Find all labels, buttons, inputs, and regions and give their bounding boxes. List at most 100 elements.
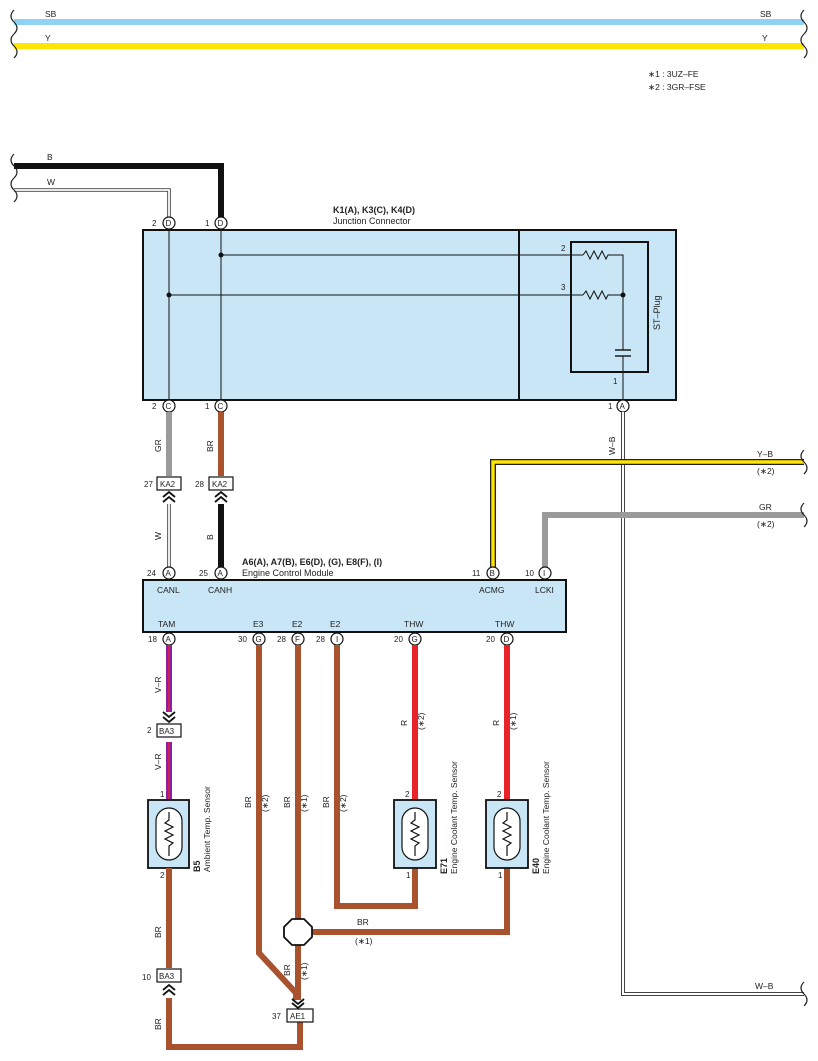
note-2: ∗2 : 3GR–FSE [648, 82, 706, 92]
pin-number: 1 [205, 402, 210, 411]
wire-note-lower: (∗1) [299, 962, 309, 980]
pin-number: 10 [525, 569, 534, 578]
top-wire-sb: SB SB [10, 9, 808, 35]
wire-note-e2f: (∗1) [299, 794, 309, 812]
wire-note-yb: (∗2) [757, 466, 775, 476]
sensor-pin: 1 [160, 790, 165, 799]
wire-br-ba3-ae1 [166, 998, 303, 1050]
junction-subtitle: Junction Connector [333, 216, 411, 226]
pin-number: 2 [152, 402, 157, 411]
connector-ka2-right: 28 KA2 [195, 476, 234, 503]
wire-label-sb-right: SB [760, 9, 772, 19]
st-plug-label: ST–Plug [652, 295, 662, 330]
wire-label-gr-right: GR [759, 502, 772, 512]
sensor-code: E71 [439, 858, 449, 874]
wire-label-r-e71: R [399, 720, 409, 726]
sensor-pin: 2 [497, 790, 502, 799]
wire-label-wb-bottom: W–B [755, 981, 774, 991]
wire-wb: W–B W–B [607, 412, 808, 1007]
connector-pin: 37 [272, 1012, 281, 1021]
connector-name: KA2 [212, 480, 228, 489]
terminal-letter: B [490, 569, 495, 578]
wire-br-e40 [298, 868, 510, 935]
wire-label-gr: GR [153, 439, 163, 452]
sensor-code: B5 [192, 860, 202, 872]
connector-pin: 10 [142, 973, 151, 982]
wire-label-br-lower: BR [282, 964, 292, 976]
terminal-letter: I [336, 635, 338, 644]
sensor-name: Engine Coolant Temp. Sensor [541, 761, 551, 874]
wire-label-br-e40: BR [357, 917, 369, 927]
pin-number: 1 [608, 402, 613, 411]
st-pin: 2 [561, 244, 566, 253]
terminal-letter: G [412, 635, 418, 644]
terminal-letter: D [218, 219, 224, 228]
connector-ka2-left: 27 KA2 [144, 476, 182, 503]
pin-label-e3: E3 [253, 619, 264, 629]
pin-number: 30 [238, 635, 247, 644]
terminal-letter: A [166, 635, 172, 644]
st-pin: 1 [613, 377, 618, 386]
sensor-pin: 2 [160, 871, 165, 880]
pin-label-tam: TAM [158, 619, 175, 629]
terminal-letter: C [218, 402, 224, 411]
wire-br-e3 [256, 645, 299, 1000]
connector-ba3-lower: 10 BA3 [142, 968, 182, 996]
connector-name: KA2 [160, 480, 176, 489]
wire-label-w2: W [153, 532, 163, 540]
wire-note-r-e71: (∗2) [416, 712, 426, 730]
connector-pin: 28 [195, 480, 204, 489]
pin-number: 20 [394, 635, 403, 644]
pin-number: 28 [277, 635, 286, 644]
connector-name: BA3 [159, 972, 175, 981]
pin-number: 28 [316, 635, 325, 644]
splice-point [283, 918, 313, 946]
wire-yb: Y–B (∗2) [490, 449, 808, 568]
pin-label-e2: E2 [292, 619, 303, 629]
wire-w-top: W [10, 177, 171, 220]
pin-number: 11 [472, 569, 481, 578]
sensor-b5: 1 2 B5 Ambient Temp. Sensor [147, 786, 212, 880]
terminal-letter: A [166, 569, 172, 578]
connector-pin: 2 [147, 726, 152, 735]
pin-label-e2b: E2 [330, 619, 341, 629]
wire-note-e3: (∗2) [260, 794, 270, 812]
ecm-title: A6(A), A7(B), E6(D), (G), E8(F), (I) [242, 557, 382, 567]
st-pin: 3 [561, 283, 566, 292]
wire-label-yb: Y–B [757, 449, 773, 459]
wire-b-top: B [10, 152, 224, 220]
pin-label-canh: CANH [208, 585, 232, 595]
note-1: ∗1 : 3UZ–FE [648, 69, 699, 79]
sensor-name: Ambient Temp. Sensor [202, 786, 212, 872]
terminal-letter: A [218, 569, 224, 578]
sensor-e71: 2 1 E71 Engine Coolant Temp. Sensor [393, 761, 459, 880]
junction-connector: K1(A), K3(C), K4(D) Junction Connector 2… [142, 205, 677, 413]
terminal-letter: D [504, 635, 510, 644]
terminal-letter: F [295, 635, 300, 644]
wire-note-gr: (∗2) [757, 519, 775, 529]
wire-vr: V–R V–R [153, 645, 172, 800]
pin-label-lcki: LCKI [535, 585, 554, 595]
connector-ba3-upper: 2 BA3 [147, 711, 182, 738]
sensor-code: E40 [531, 858, 541, 874]
pin-label-acmg: ACMG [479, 585, 505, 595]
wire-label-vr: V–R [153, 676, 163, 693]
pin-number: 24 [147, 569, 156, 578]
wire-label-y-left: Y [45, 33, 51, 43]
wire-label-br-e2f: BR [282, 796, 292, 808]
pin-label-thw2: THW [495, 619, 514, 629]
pin-number: 18 [148, 635, 157, 644]
wire-label-wb: W–B [607, 436, 617, 455]
terminal-letter: G [256, 635, 262, 644]
wire-label-w: W [47, 177, 55, 187]
junction-title: K1(A), K3(C), K4(D) [333, 205, 415, 215]
wire-label-r-e40: R [491, 720, 501, 726]
ecm-subtitle: Engine Control Module [242, 568, 334, 578]
engine-control-module: A6(A), A7(B), E6(D), (G), E8(F), (I) Eng… [142, 557, 567, 646]
sensor-pin: 1 [406, 871, 411, 880]
wire-label-b2: B [205, 534, 215, 540]
terminal-letter: C [166, 402, 172, 411]
pin-label-thw: THW [404, 619, 423, 629]
wire-label-br-b5: BR [153, 926, 163, 938]
